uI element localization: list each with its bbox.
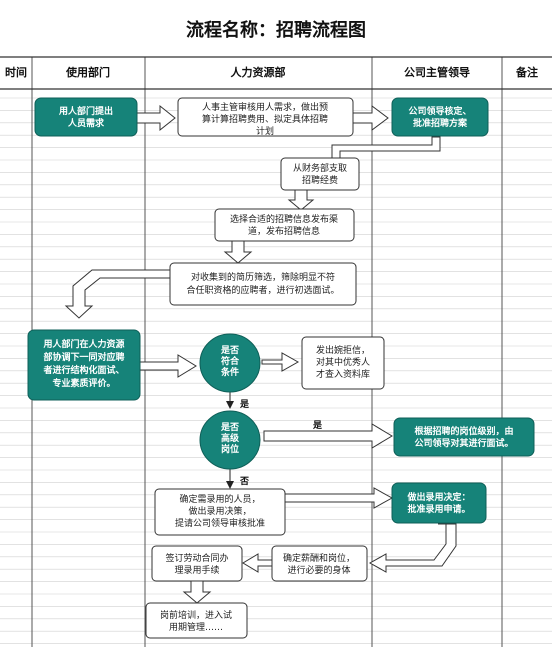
label-yes-down: 是 bbox=[239, 399, 250, 410]
node-reserve-text: 对其中优秀人 bbox=[316, 356, 370, 368]
box-contract bbox=[151, 545, 243, 582]
arrow-confirm-to-leader bbox=[284, 487, 394, 509]
label-yes-right: 是 bbox=[312, 420, 323, 431]
box-salary bbox=[271, 545, 368, 582]
node-dept-interview-text: 者进行结构化面试、 bbox=[42, 364, 124, 376]
arrow-user-to-hr bbox=[136, 104, 176, 132]
node-leader-decide-text: 批准录用申请。 bbox=[407, 503, 470, 515]
node-leader-decide-text: 做出录用决定： bbox=[406, 491, 470, 503]
node-training-text: 岗前培训，进入试 bbox=[160, 609, 232, 621]
arrow-finance-to-channel bbox=[287, 189, 315, 211]
box-reserve bbox=[301, 336, 385, 390]
node-decision-senior-text: 是否 bbox=[220, 422, 239, 433]
node-channel-text: 道，发布招聘信息 bbox=[248, 225, 320, 237]
arrow-dept-to-fit bbox=[139, 354, 197, 378]
arrow-channel-to-screen bbox=[223, 240, 253, 264]
node-contract-text: 理录用手续 bbox=[174, 564, 219, 576]
box-screen bbox=[169, 262, 357, 306]
node-hr-review-text: 算计算招聘费用、拟定具体招聘 bbox=[202, 113, 328, 125]
spreadsheet-grid bbox=[0, 56, 552, 647]
arrow-senior-to-leader bbox=[263, 423, 393, 449]
page-title: 流程名称：招聘流程图 bbox=[186, 19, 366, 41]
arrow-screen-to-dept bbox=[64, 269, 171, 319]
block-arrows bbox=[64, 104, 457, 604]
header-user-dept: 使用部门 bbox=[65, 65, 110, 79]
header-time: 时间 bbox=[5, 65, 27, 79]
node-decision-fit-text: 符合 bbox=[221, 355, 240, 367]
node-dept-interview-text: 专业素质评价。 bbox=[52, 377, 115, 389]
node-finance-text: 招聘经费 bbox=[302, 174, 338, 186]
node-senior-interview-text: 根据招聘的岗位级别，由 bbox=[414, 425, 513, 437]
box-leader-decide bbox=[391, 482, 487, 524]
decision-fit bbox=[199, 333, 261, 393]
node-decision-senior-text: 高级 bbox=[221, 432, 240, 444]
node-screen-text: 对收集到的简历筛选，筛除明显不符 bbox=[191, 271, 335, 283]
node-decision-senior-text: 岗位 bbox=[221, 443, 239, 455]
box-leader-approve bbox=[391, 97, 489, 137]
node-salary-text: 进行必要的身体 bbox=[287, 564, 350, 576]
node-senior-interview-text: 公司领导对其进行面试。 bbox=[414, 437, 513, 449]
node-reserve-text: 发出婉拒信， bbox=[316, 344, 370, 356]
node-finance-text: 从财务部支取 bbox=[293, 162, 347, 174]
box-finance bbox=[280, 157, 360, 191]
node-channel-text: 选择合适的招聘信息发布渠 bbox=[230, 213, 338, 225]
node-hr-review-text: 计划 bbox=[256, 125, 274, 137]
node-confirm-hire-text: 做出录用决策， bbox=[188, 505, 251, 517]
node-salary-text: 确定薪酬和岗位， bbox=[283, 552, 355, 564]
node-training-text: 用期管理…… bbox=[169, 621, 223, 633]
arrow-hr-to-leader bbox=[351, 105, 389, 131]
box-channel bbox=[214, 208, 355, 242]
node-user-req-text: 用人部门提出 bbox=[58, 105, 113, 117]
box-dept-interview bbox=[27, 329, 141, 401]
arrow-salary-to-contract bbox=[242, 553, 273, 573]
node-screen-text: 合任职资格的应聘者，进行初选面试。 bbox=[186, 284, 339, 296]
node-dept-interview-text: 用人部门在人力资源 bbox=[42, 338, 124, 350]
header-remarks: 备注 bbox=[515, 65, 538, 79]
box-confirm-hire bbox=[154, 488, 286, 536]
box-hr-review bbox=[177, 97, 354, 137]
arrow-fit-to-reserve bbox=[261, 352, 300, 372]
label-no-down: 否 bbox=[239, 476, 249, 487]
node-dept-interview-text: 部协调下一同对应聘 bbox=[43, 351, 124, 363]
node-reserve-text: 才查入资料库 bbox=[316, 368, 370, 380]
arrow-contract-to-training bbox=[182, 580, 212, 604]
node-leader-approve-text: 公司领导核定、 bbox=[408, 105, 471, 117]
node-leader-approve-text: 批准招聘方案 bbox=[413, 117, 468, 129]
box-user-req bbox=[34, 97, 138, 137]
header-leader: 公司主管领导 bbox=[404, 65, 470, 79]
arrow-leader-to-salary bbox=[368, 523, 457, 573]
node-decision-fit-text: 是否 bbox=[220, 345, 239, 356]
node-user-req-text: 人员需求 bbox=[67, 117, 105, 129]
decision-senior bbox=[199, 410, 261, 470]
box-training bbox=[145, 602, 248, 639]
node-confirm-hire-text: 确定需录用的人员， bbox=[179, 493, 260, 505]
process-boxes bbox=[145, 97, 385, 639]
node-confirm-hire-text: 提请公司领导审核批准 bbox=[175, 517, 265, 529]
node-hr-review-text: 人事主管审核用人需求，做出预 bbox=[202, 101, 328, 113]
node-decision-fit-text: 条件 bbox=[220, 366, 239, 378]
column-headers: 时间 使用部门 人力资源部 公司主管领导 备注 bbox=[5, 65, 538, 79]
node-contract-text: 签订劳动合同办 bbox=[165, 552, 228, 564]
box-senior-interview bbox=[393, 417, 535, 457]
teal-boxes bbox=[27, 97, 535, 524]
header-hr: 人力资源部 bbox=[231, 65, 286, 79]
